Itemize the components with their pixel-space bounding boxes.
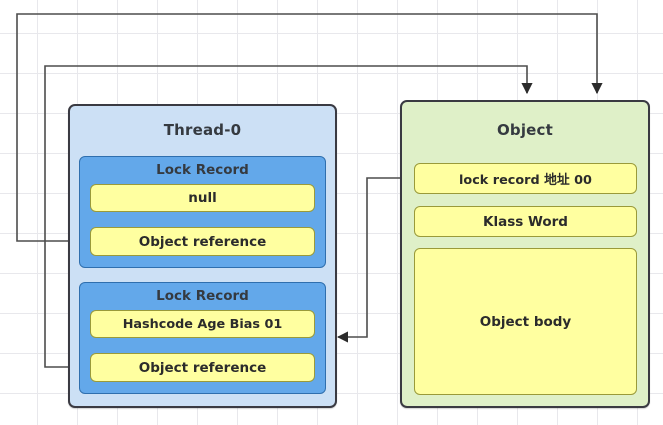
lock-record-2-title: Lock Record: [156, 288, 249, 304]
object-mark-word-cell: lock record 地址 00: [414, 163, 637, 194]
lock-record-1-mark-word-text: null: [188, 190, 217, 206]
lock-record-2-object-reference-text: Object reference: [138, 359, 267, 376]
lock-record-2-object-reference-cell: Object reference: [90, 353, 315, 382]
object-body-cell: Object body: [414, 248, 637, 395]
object-klass-word-text: Klass Word: [483, 213, 568, 230]
thread-title: Thread-0: [163, 121, 242, 139]
object-mark-word-text: lock record 地址 00: [459, 173, 592, 188]
object-title: Object: [496, 121, 554, 139]
lock-record-2-mark-word-cell: Hashcode Age Bias 01: [90, 310, 315, 338]
lock-record-2-mark-word-text: Hashcode Age Bias 01: [122, 316, 283, 332]
lock-record-1-mark-word-cell: null: [90, 184, 315, 212]
object-klass-word-cell: Klass Word: [414, 206, 637, 237]
lock-record-1-object-reference-text: Object reference: [138, 233, 267, 250]
object-body-text: Object body: [479, 313, 572, 330]
lock-record-1-object-reference-cell: Object reference: [90, 227, 315, 256]
lock-record-1-title: Lock Record: [156, 162, 249, 178]
